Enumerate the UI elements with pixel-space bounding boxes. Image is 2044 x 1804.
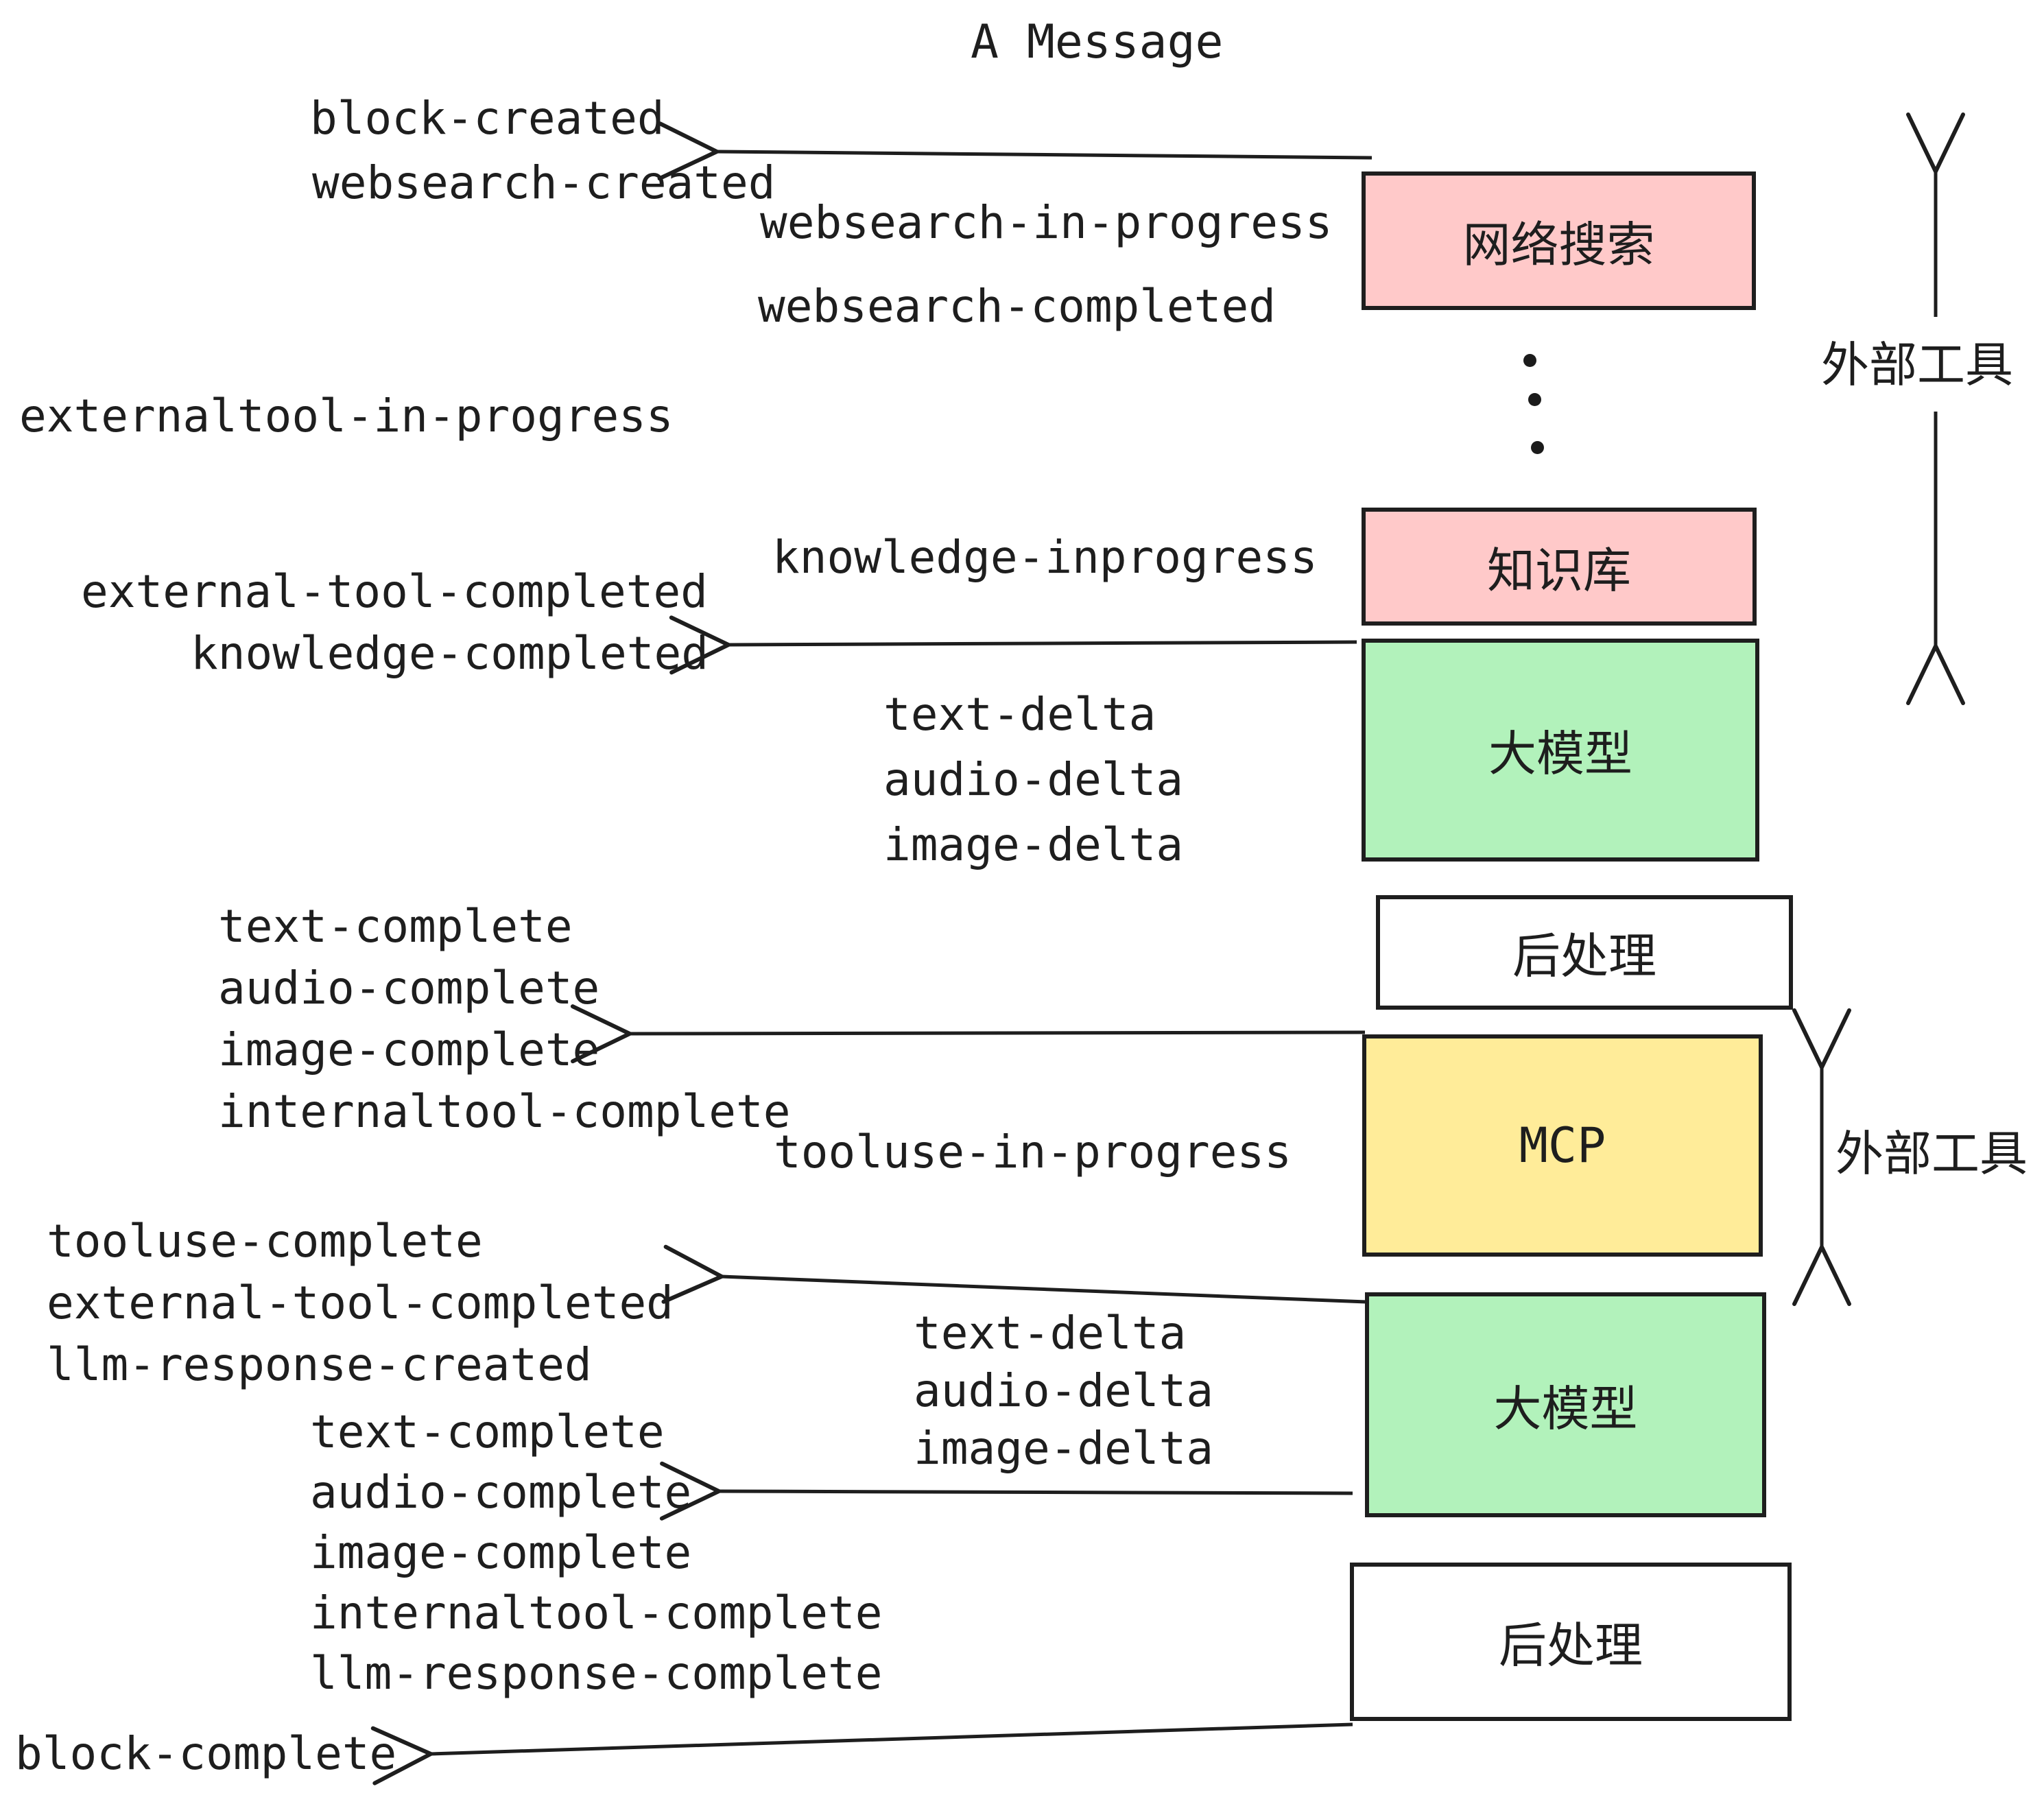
event-image-delta-2: image-delta [914, 1422, 1214, 1475]
event-image-complete-1: image-complete [218, 1023, 600, 1076]
external-tools-label-top: 外部工具 [1821, 337, 2013, 393]
external-tools-label-bottom: 外部工具 [1835, 1126, 2028, 1182]
ellipsis-dot-2 [1528, 393, 1541, 406]
ellipsis-dot-3 [1531, 441, 1544, 454]
box-mcp: MCP [1362, 1034, 1763, 1257]
event-text-complete-2: text-complete [310, 1405, 665, 1458]
event-websearch-in-progress: websearch-in-progress [760, 196, 1333, 249]
page-title: A Message [971, 15, 1224, 69]
event-audio-complete-2: audio-complete [310, 1466, 692, 1519]
box-llm-1: 大模型 [1362, 639, 1759, 862]
event-llm-response-complete: llm-response-complete [310, 1647, 883, 1700]
event-text-complete-1: text-complete [218, 900, 573, 953]
box-websearch: 网络搜索 [1362, 171, 1756, 310]
box-llm-1-label: 大模型 [1488, 726, 1632, 782]
event-text-delta-2: text-delta [914, 1307, 1187, 1360]
event-group-deltas-2: text-delta audio-delta image-delta [914, 1305, 1213, 1477]
event-image-complete-2: image-complete [310, 1526, 692, 1579]
event-audio-delta-2: audio-delta [914, 1364, 1214, 1417]
event-audio-delta-1: audio-delta [883, 753, 1184, 806]
event-external-tool-completed-2: external-tool-completed [47, 1277, 674, 1329]
box-postprocess-2-label: 后处理 [1499, 1617, 1643, 1674]
box-postprocess-2: 后处理 [1350, 1563, 1792, 1721]
event-group-deltas-1: text-delta audio-delta image-delta [883, 682, 1183, 877]
arrow-tooluse-complete [661, 1244, 1367, 1304]
event-externaltool-in-progress: externaltool-in-progress [19, 390, 674, 442]
event-knowledge-completed: knowledge-completed [191, 627, 709, 680]
box-knowledge-label: 知识库 [1487, 542, 1631, 599]
event-block-created: block-created [310, 92, 665, 145]
event-websearch-created: websearch-created [312, 156, 776, 209]
box-llm-2: 大模型 [1365, 1292, 1766, 1517]
event-tooluse-in-progress: tooluse-in-progress [774, 1126, 1292, 1178]
event-group-completes-2: text-complete audio-complete image-compl… [310, 1402, 882, 1704]
event-text-delta-1: text-delta [883, 688, 1156, 741]
arrow-websearch-created [657, 121, 1372, 181]
box-mcp-label: MCP [1519, 1117, 1606, 1174]
event-websearch-completed: websearch-completed [758, 280, 1276, 333]
box-postprocess-1-label: 后处理 [1512, 928, 1656, 984]
event-tooluse-complete: tooluse-complete [47, 1215, 483, 1268]
ellipsis-dot-1 [1523, 354, 1536, 367]
box-postprocess-1: 后处理 [1376, 895, 1793, 1010]
box-knowledge: 知识库 [1362, 508, 1757, 626]
event-knowledge-inprogress: knowledge-inprogress [772, 531, 1318, 584]
event-image-delta-1: image-delta [883, 818, 1184, 871]
event-group-completes-1: text-complete audio-complete image-compl… [218, 896, 790, 1143]
event-block-complete: block-complete [15, 1727, 397, 1780]
event-audio-complete-1: audio-complete [218, 962, 600, 1014]
box-llm-2-label: 大模型 [1493, 1380, 1638, 1437]
event-llm-response-created: llm-response-created [47, 1338, 592, 1391]
arrow-knowledge-completed [669, 615, 1357, 675]
event-internaltool-complete-1: internaltool-complete [218, 1085, 791, 1138]
event-internaltool-complete-2: internaltool-complete [310, 1587, 883, 1639]
arrow-block-complete [370, 1722, 1353, 1785]
event-external-tool-completed-1: external-tool-completed [81, 565, 708, 618]
box-websearch-label: 网络搜索 [1462, 216, 1655, 273]
